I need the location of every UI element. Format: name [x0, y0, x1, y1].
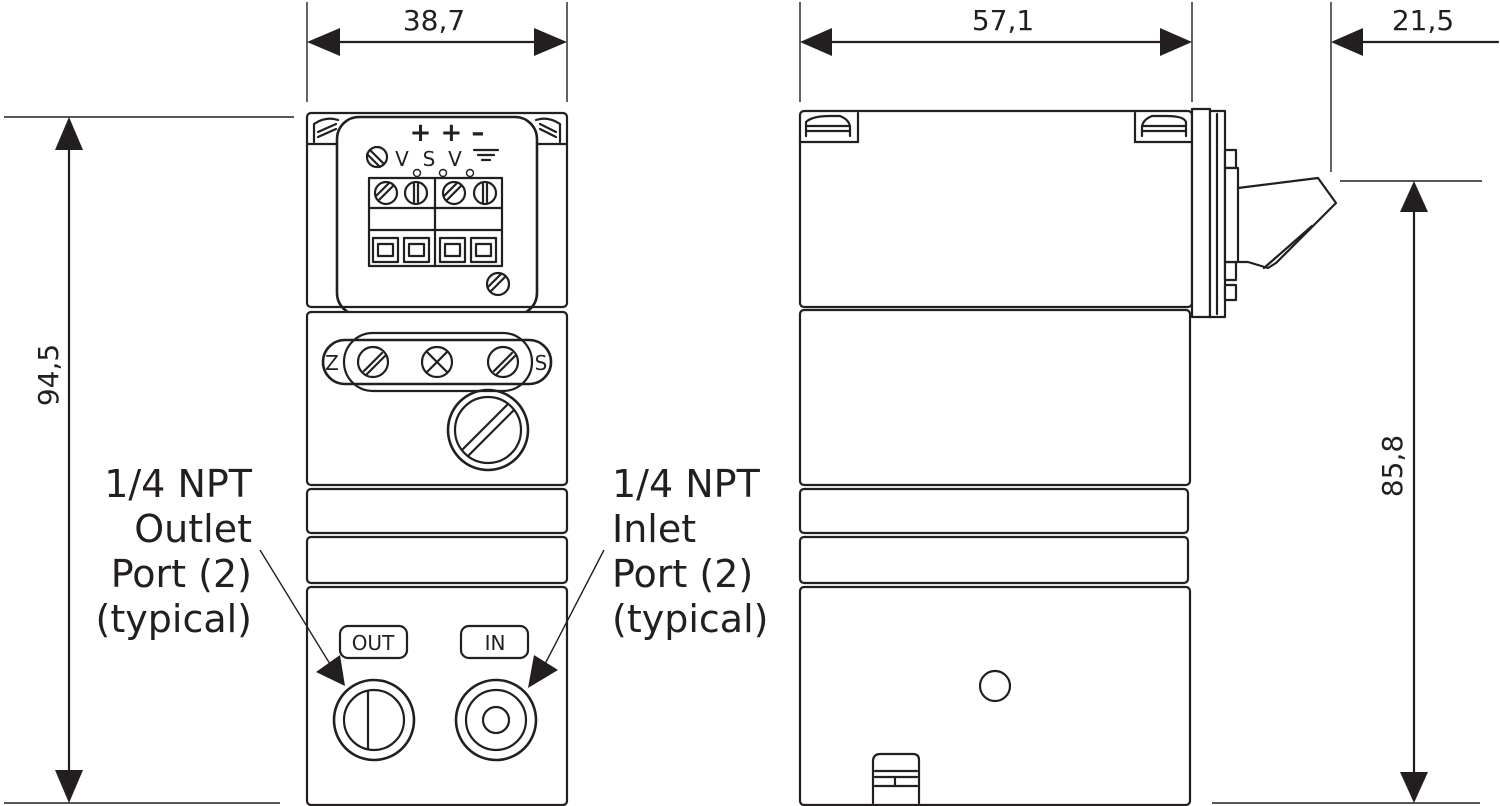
dim-bracket-height-label: 85,8	[1376, 435, 1409, 497]
large-slotted-plug	[446, 388, 530, 472]
inlet-callout-line1: 1/4 NPT	[612, 462, 761, 506]
dim-side-depth-label: 57,1	[972, 4, 1034, 37]
ground-icon	[472, 148, 500, 162]
cover-screw-top	[365, 145, 389, 169]
terminal-label-v1: V	[395, 147, 409, 171]
outlet-callout: 1/4 NPT Outlet Port (2) (typical)	[96, 462, 345, 686]
dim-bracket-width: 21,5	[1330, 2, 1500, 172]
terminal-label-v2: V	[448, 147, 462, 171]
inlet-port: IN	[454, 624, 538, 762]
side-top-screw-left	[804, 114, 852, 138]
span-adjust-screw[interactable]	[486, 345, 520, 379]
dim-front-width-label: 38,7	[403, 4, 465, 37]
dim-front-width: 38,7	[306, 2, 568, 102]
dim-bracket-width-label: 21,5	[1392, 4, 1454, 37]
polarity-symbols: + + –	[410, 118, 485, 148]
outlet-callout-line1: 1/4 NPT	[104, 462, 253, 506]
terminal-block	[367, 176, 504, 268]
front-view: + + – V S V	[305, 111, 569, 806]
front-top-screw-left	[312, 117, 340, 144]
side-top-screw-right	[1140, 114, 1188, 138]
inlet-callout: 1/4 NPT Inlet Port (2) (typical)	[528, 462, 768, 688]
inlet-callout-line2: Inlet	[612, 507, 696, 551]
side-view	[798, 107, 1338, 806]
dim-bracket-height: 85,8	[1212, 180, 1482, 804]
zero-span-panel: Z S	[321, 331, 553, 393]
zero-adjust-screw[interactable]	[356, 345, 390, 379]
dim-overall-height: 94,5	[4, 116, 294, 804]
outlet-port: OUT	[332, 624, 416, 762]
zero-label: Z	[325, 351, 339, 375]
dim-side-depth: 57,1	[799, 2, 1193, 102]
side-mount-hole	[978, 669, 1012, 703]
inlet-callout-line4: (typical)	[612, 597, 768, 641]
cover-screw-bottom	[485, 271, 511, 297]
front-top-screw-right	[534, 117, 562, 144]
inlet-callout-line3: Port (2)	[612, 552, 753, 596]
din-rail-bracket	[1190, 107, 1338, 319]
outlet-callout-line2: Outlet	[134, 507, 252, 551]
outlet-port-label: OUT	[352, 631, 395, 655]
terminal-label-s: S	[423, 147, 436, 171]
inlet-leader-arrow	[528, 655, 558, 688]
span-label: S	[535, 351, 548, 375]
outlet-callout-line3: Port (2)	[111, 552, 252, 596]
center-screw	[420, 345, 454, 379]
inlet-port-label: IN	[485, 631, 506, 655]
outlet-leader-arrow	[316, 655, 345, 686]
outlet-callout-line4: (typical)	[96, 597, 252, 641]
side-bottom-screw	[871, 752, 921, 805]
dim-overall-height-label: 94,5	[32, 344, 65, 406]
